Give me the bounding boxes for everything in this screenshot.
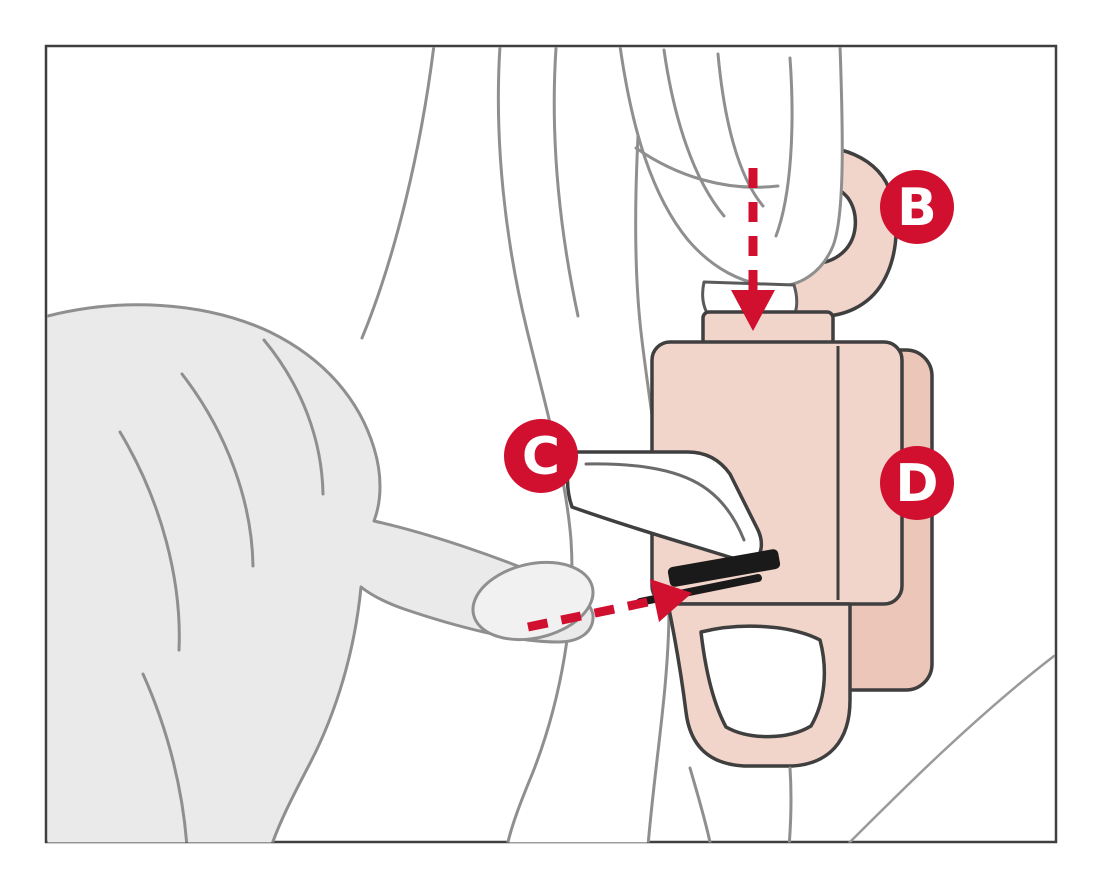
- base-strap-line-1: [688, 766, 712, 843]
- strap-edge-line: [360, 47, 436, 340]
- webbing-fold-1: [662, 48, 726, 218]
- callout-d-badge: [880, 446, 954, 520]
- webbing-fold-4: [634, 146, 780, 189]
- callout-c-label: C: [522, 427, 560, 487]
- seat-edge-line: [847, 654, 1055, 843]
- insert-direction-arrow: [731, 168, 775, 331]
- seatbelt-strap: [496, 47, 671, 843]
- release-lever: [565, 450, 781, 606]
- finger-crease-2: [180, 372, 255, 568]
- diagram-content: B C D: [47, 47, 1055, 843]
- press-arrow-shaft: [527, 597, 649, 632]
- hand-illustration: [47, 303, 595, 843]
- lever-arm: [565, 450, 764, 566]
- callout-b-badge: [880, 170, 954, 244]
- webbing-fold-2: [716, 52, 765, 208]
- callout-c-badge: [504, 419, 578, 493]
- finger-crease-3: [118, 430, 181, 652]
- buckle-slot-line: [636, 574, 762, 606]
- base-opening: [699, 624, 827, 739]
- press-arrow-head: [650, 579, 692, 622]
- strap-fold-line: [552, 47, 580, 318]
- callout-b-label: B: [897, 178, 937, 238]
- buckle-base: [666, 602, 852, 843]
- finger-crease-1: [262, 338, 325, 496]
- callout-d: D: [880, 446, 954, 520]
- strap-band: [496, 47, 671, 843]
- wrist-crease: [141, 672, 189, 843]
- lever-slot: [667, 549, 781, 587]
- lever-inner-line: [584, 462, 746, 542]
- callout-b: B: [880, 170, 954, 244]
- webbing-fold-3: [774, 56, 794, 238]
- base-strap-line-2: [787, 766, 793, 843]
- press-lever-arrow: [527, 579, 692, 632]
- insert-arrow-head: [731, 290, 775, 331]
- callout-c: C: [504, 419, 578, 493]
- callout-d-label: D: [895, 454, 938, 514]
